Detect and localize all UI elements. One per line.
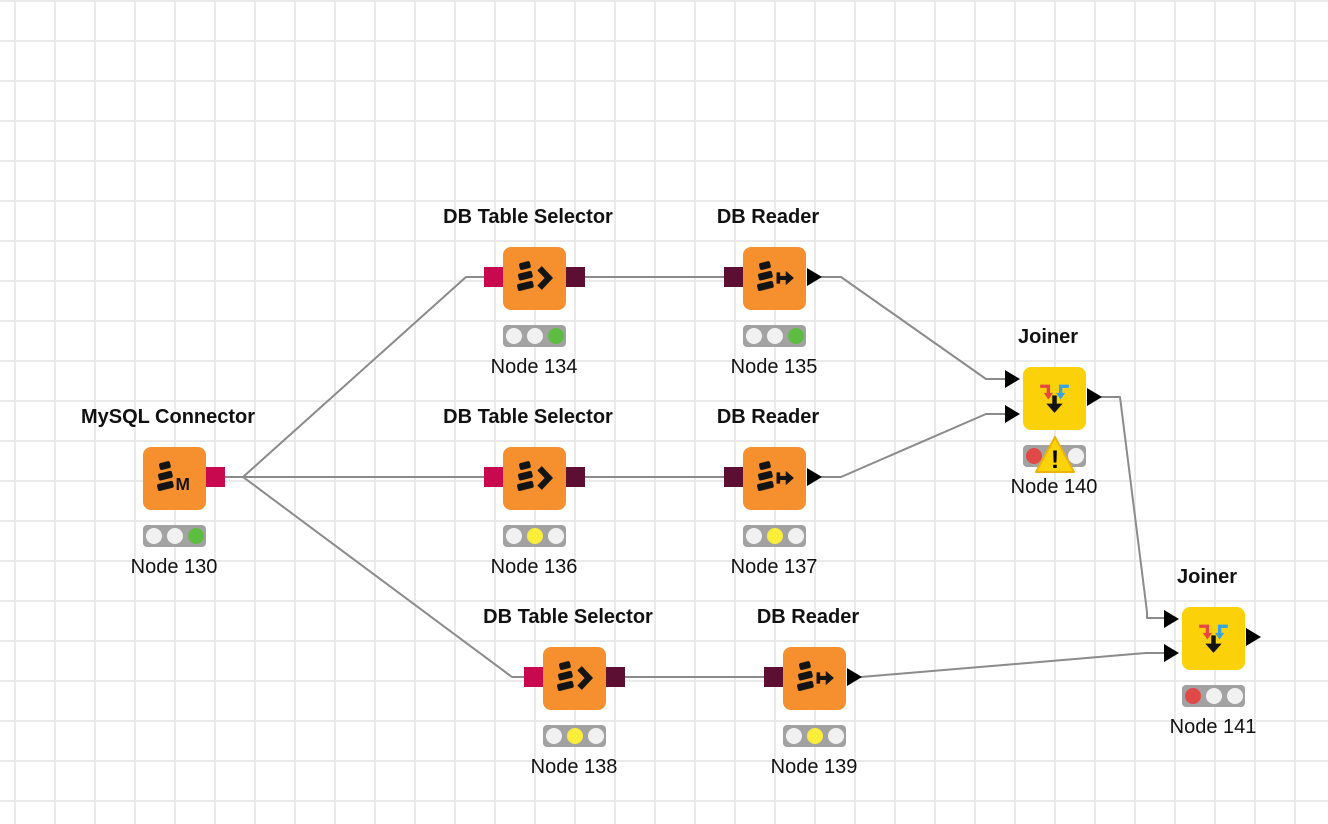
db-data-input-port[interactable]	[724, 467, 743, 487]
status-light	[547, 528, 564, 544]
node-title: DB Reader	[716, 406, 820, 428]
db-table-selector-icon	[517, 261, 554, 291]
node-body[interactable]	[503, 247, 566, 310]
status-light	[827, 728, 844, 744]
wire-node135-node140[interactable]	[819, 276, 1007, 380]
node-body[interactable]	[1182, 607, 1245, 670]
status-light	[187, 528, 204, 544]
traffic-light-status	[743, 525, 806, 547]
status-light	[787, 328, 804, 344]
db-reader-icon	[757, 461, 794, 491]
node-label: Node 139	[770, 756, 858, 778]
table-output-port[interactable]	[807, 268, 822, 286]
node-label: Node 134	[490, 356, 578, 378]
node-body[interactable]	[543, 647, 606, 710]
db-table-selector-icon	[557, 661, 594, 691]
table-output-port[interactable]	[847, 668, 862, 686]
table-input-port-top[interactable]	[1005, 370, 1020, 388]
node-body[interactable]	[743, 447, 806, 510]
status-light	[745, 328, 762, 344]
status-light	[766, 328, 783, 344]
node-title: Joiner	[1176, 566, 1238, 588]
db-connection-input-port[interactable]	[484, 267, 503, 287]
db-reader-icon	[757, 261, 794, 291]
node-body[interactable]	[783, 647, 846, 710]
wire-node130-node138[interactable]	[242, 476, 526, 678]
status-light	[547, 328, 564, 344]
node-label: Node 138	[530, 756, 618, 778]
node-title: DB Table Selector	[443, 206, 613, 228]
status-light	[545, 728, 562, 744]
node-label: Node 135	[730, 356, 818, 378]
joiner-icon	[1040, 384, 1069, 413]
wire-node130-node134[interactable]	[242, 276, 486, 478]
status-light	[505, 528, 522, 544]
status-light	[1205, 688, 1222, 704]
traffic-light-status	[503, 525, 566, 547]
node-label: Node 136	[490, 556, 578, 578]
svg-text:M: M	[176, 474, 190, 494]
db-data-output-port[interactable]	[606, 667, 625, 687]
traffic-light-status	[743, 325, 806, 347]
node-body[interactable]	[743, 247, 806, 310]
wire-node137-node140[interactable]	[819, 413, 1007, 478]
traffic-light-status	[143, 525, 206, 547]
table-output-port[interactable]	[1087, 388, 1102, 406]
table-input-port-bottom[interactable]	[1164, 644, 1179, 662]
table-input-port-top[interactable]	[1164, 610, 1179, 628]
node-title: DB Table Selector	[443, 406, 613, 428]
status-light	[766, 528, 783, 544]
node-title: DB Table Selector	[483, 606, 653, 628]
traffic-light-status	[783, 725, 846, 747]
mysql-db-icon: M	[157, 461, 190, 494]
status-light	[145, 528, 162, 544]
status-light	[1184, 688, 1201, 704]
status-light	[587, 728, 604, 744]
joiner-icon	[1199, 624, 1228, 653]
node-label: Node 137	[730, 556, 818, 578]
table-output-port[interactable]	[1246, 628, 1261, 646]
traffic-light-status	[1182, 685, 1245, 707]
node-body[interactable]	[1023, 367, 1086, 430]
status-light	[787, 528, 804, 544]
node-body[interactable]	[503, 447, 566, 510]
wire-node139-node141[interactable]	[860, 652, 1165, 678]
status-light	[526, 528, 543, 544]
db-table-selector-icon	[517, 461, 554, 491]
wire-node140-node141[interactable]	[1100, 396, 1165, 619]
table-input-port-bottom[interactable]	[1005, 405, 1020, 423]
db-connection-input-port[interactable]	[524, 667, 543, 687]
table-output-port[interactable]	[807, 468, 822, 486]
status-light	[566, 728, 583, 744]
status-light	[526, 328, 543, 344]
status-light	[1226, 688, 1243, 704]
db-connection-input-port[interactable]	[484, 467, 503, 487]
node-body[interactable]: M	[143, 447, 206, 510]
node-label: Node 141	[1169, 716, 1257, 738]
node-title: MySQL Connector	[80, 406, 256, 428]
node-label: Node 130	[130, 556, 218, 578]
db-connection-output-port[interactable]	[206, 467, 225, 487]
status-light	[166, 528, 183, 544]
node-title: DB Reader	[716, 206, 820, 228]
status-light	[505, 328, 522, 344]
warning-triangle-icon: !	[1035, 436, 1075, 474]
traffic-light-status	[503, 325, 566, 347]
svg-text:!: !	[1051, 446, 1059, 474]
node-title: DB Reader	[756, 606, 860, 628]
db-data-output-port[interactable]	[566, 467, 585, 487]
status-light	[785, 728, 802, 744]
db-reader-icon	[797, 661, 834, 691]
traffic-light-status	[543, 725, 606, 747]
status-light	[1067, 448, 1084, 464]
db-data-input-port[interactable]	[764, 667, 783, 687]
status-light	[1025, 448, 1042, 464]
node-label: Node 140	[1010, 476, 1098, 498]
node-title: Joiner	[1017, 326, 1079, 348]
status-light	[806, 728, 823, 744]
db-data-output-port[interactable]	[566, 267, 585, 287]
status-light	[745, 528, 762, 544]
db-data-input-port[interactable]	[724, 267, 743, 287]
